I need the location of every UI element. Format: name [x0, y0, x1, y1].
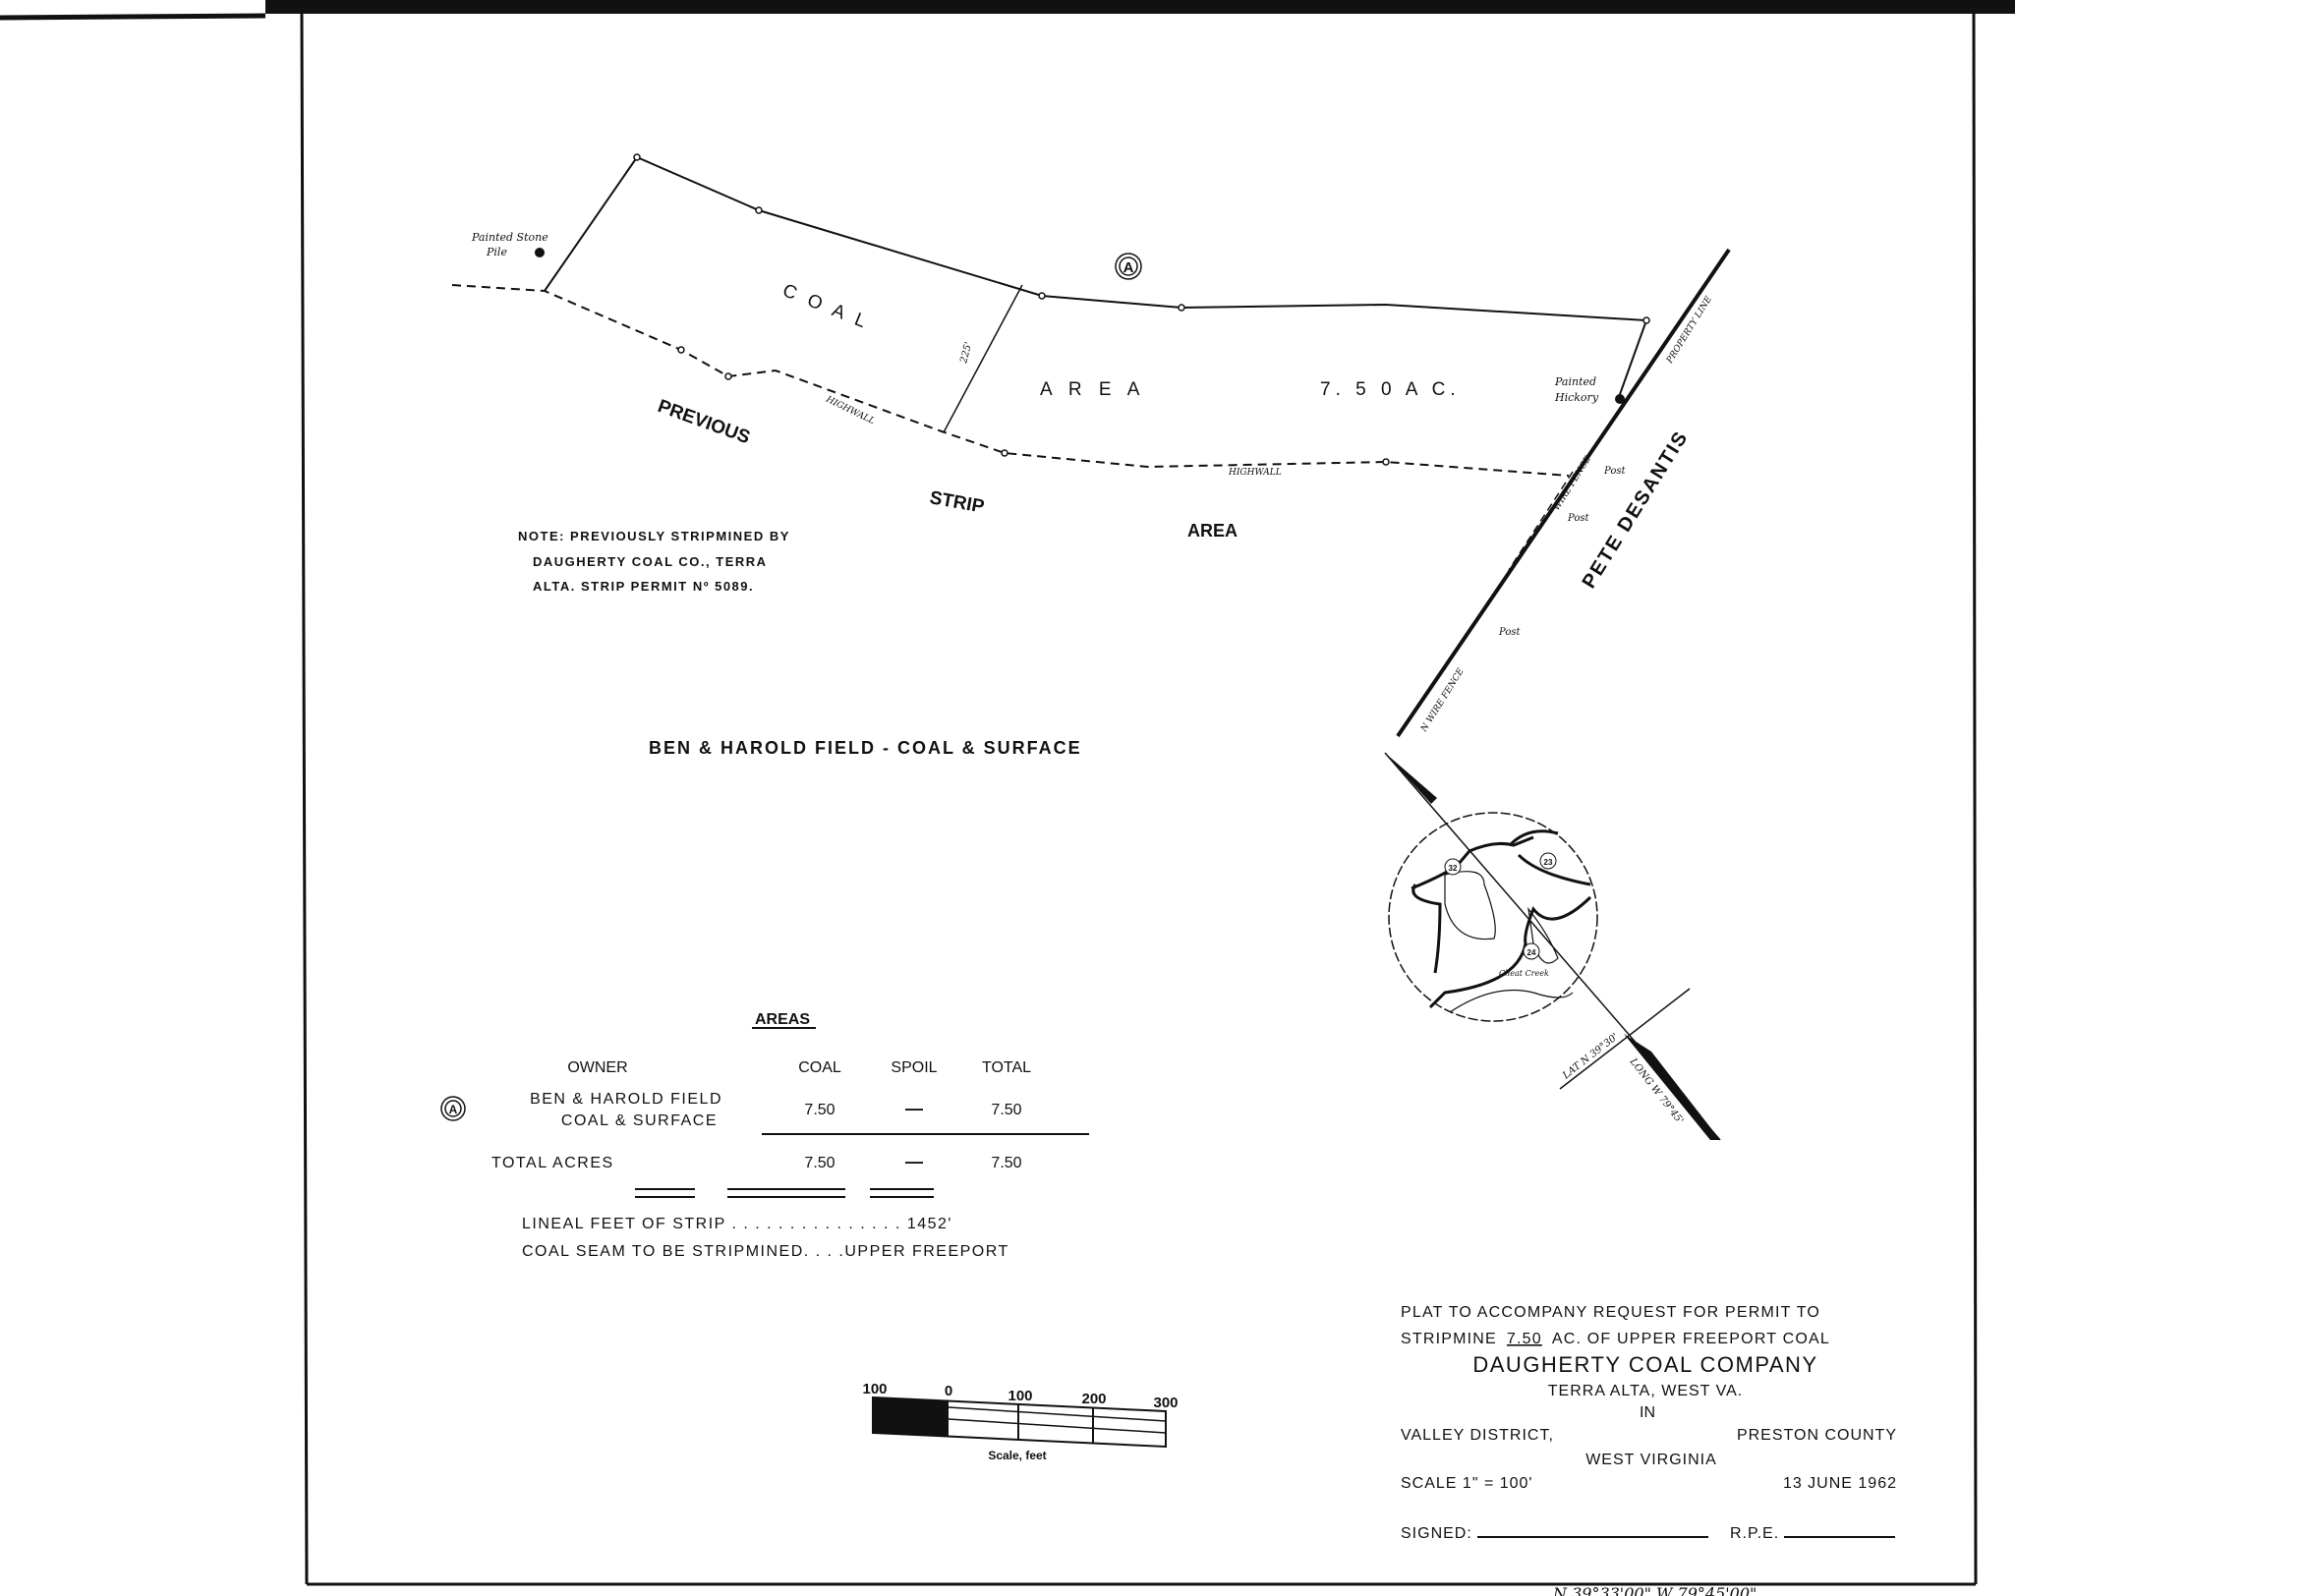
row-owner-line2: COAL & SURFACE — [561, 1112, 718, 1129]
double-rule — [635, 1188, 934, 1198]
header-coal: COAL — [798, 1059, 841, 1076]
main-owner-label: BEN & HAROLD FIELD - COAL & SURFACE — [649, 738, 1082, 758]
painted-stone-marker — [535, 248, 545, 257]
route-24-label: 24 — [1527, 948, 1536, 957]
strip-label: STRIP — [928, 487, 986, 517]
scale-text: SCALE 1" = 100' — [1401, 1475, 1532, 1492]
lineal-feet: LINEAL FEET OF STRIP . . . . . . . . . .… — [522, 1216, 952, 1232]
pile-note: Pile — [486, 246, 507, 258]
svg-text:ALTA. STRIP PERMIT Nº 5089: ALTA. STRIP PERMIT Nº 5089. — [533, 579, 754, 594]
painted-stone-note: Painted Stone — [471, 231, 548, 244]
areas-title: AREAS — [755, 1011, 810, 1028]
painted-hickory-marker — [1615, 394, 1625, 404]
fence-offset-line — [1508, 471, 1574, 571]
previous-label: PREVIOUS — [655, 396, 752, 448]
wire-fence-note: WIRE FENCE — [1552, 454, 1593, 512]
adjacent-owner-label: PETE DESANTIS — [1579, 427, 1694, 592]
locator-map: 32 23 24 Cheat Creek — [1388, 812, 1598, 1022]
area-label: A R E A — [1040, 379, 1145, 400]
highwall-line — [451, 284, 1570, 477]
svg-text:DAUGHERTY COAL CO., TERRA: DAUGHERTY COAL CO., TERRA — [533, 554, 768, 569]
row-spoil: — — [905, 1099, 923, 1118]
table-row: A BEN & HAROLD FIELD COAL & SURFACE 7.50… — [440, 1091, 1022, 1129]
survey-points — [633, 153, 1650, 466]
north-arrow: LAT N 39°30' LONG W 79°45' — [1384, 752, 1721, 1141]
row-marker: A — [449, 1103, 458, 1116]
scan-edge — [0, 13, 266, 21]
row-coal: 7.50 — [804, 1102, 835, 1118]
wire-fence-note-2: N WIRE FENCE — [1419, 666, 1467, 734]
svg-text:0: 0 — [945, 1383, 952, 1399]
svg-text:200: 200 — [1081, 1391, 1106, 1407]
latitude-label: LAT N 39°30' — [1560, 1032, 1620, 1082]
svg-text:100: 100 — [1008, 1388, 1032, 1404]
svg-text:IN: IN — [1640, 1404, 1655, 1421]
total-spoil: — — [905, 1152, 923, 1171]
footer-coordinates: N 39°33'00" W 79°45'00" — [1552, 1584, 1757, 1596]
area-label-2: AREA — [1187, 521, 1238, 541]
painted-note: Painted — [1554, 375, 1596, 388]
date: 13 JUNE 1962 — [1783, 1475, 1897, 1492]
post-note-2: Post — [1567, 513, 1589, 524]
district: VALLEY DISTRICT, — [1401, 1427, 1554, 1444]
areas-table: AREAS OWNER COAL SPOIL TOTAL A BEN & HAR… — [440, 1011, 1089, 1260]
state: WEST VIRGINIA — [1585, 1452, 1717, 1468]
company-location: TERRA ALTA, WEST VA. — [1548, 1383, 1743, 1399]
width-dimension-line — [943, 284, 1023, 433]
top-border-bar — [265, 0, 2015, 14]
parcel-top-boundary — [544, 155, 1648, 398]
title-block: PLAT TO ACCOMPANY REQUEST FOR PERMIT TO … — [1401, 1304, 1897, 1542]
header-owner: OWNER — [567, 1059, 627, 1076]
row-total: 7.50 — [991, 1102, 1021, 1118]
post-note-3: Post — [1498, 627, 1521, 638]
creek-label: Cheat Creek — [1499, 969, 1549, 978]
hickory-note: Hickory — [1554, 391, 1599, 404]
acreage-label: 7. 5 0 A C. — [1320, 379, 1461, 400]
parcel-marker-a: A — [1115, 253, 1142, 280]
note-block: NOTE: PREVIOUSLY STRIPMINED BY DAUGHERTY… — [518, 529, 790, 594]
title-line1: PLAT TO ACCOMPANY REQUEST FOR PERMIT TO — [1401, 1304, 1820, 1321]
total-row: TOTAL ACRES 7.50 — 7.50 — [491, 1152, 1022, 1171]
width-dimension: 225' — [958, 341, 975, 366]
route-23-label: 23 — [1544, 858, 1553, 867]
highwall-note-1: HIGHWALL — [824, 394, 877, 427]
highwall-note-2: HIGHWALL — [1228, 468, 1282, 478]
svg-text:300: 300 — [1153, 1395, 1178, 1411]
header-spoil: SPOIL — [891, 1059, 937, 1076]
right-border — [1972, 13, 1978, 1585]
property-line — [1396, 248, 1731, 738]
scale-caption: Scale, feet — [988, 1449, 1046, 1462]
total-total: 7.50 — [991, 1155, 1021, 1171]
company-name: DAUGHERTY COAL COMPANY — [1472, 1352, 1817, 1377]
rpe-label: R.P.E. — [1730, 1525, 1779, 1542]
total-coal: 7.50 — [804, 1155, 835, 1171]
svg-text:NOTE: PREVIOUSLY STRIPMINED: NOTE: PREVIOUSLY STRIPMINED BY — [518, 529, 790, 543]
coal-seam: COAL SEAM TO BE STRIPMINED. . . .UPPER F… — [522, 1243, 1009, 1260]
coal-label: C O A L — [779, 280, 873, 333]
total-label: TOTAL ACRES — [491, 1155, 614, 1171]
header-total: TOTAL — [982, 1059, 1031, 1076]
route-32-label: 32 — [1449, 864, 1458, 873]
post-note-1: Post — [1603, 466, 1626, 477]
scale-bar: 100 0 100 200 300 Scale, feet — [862, 1381, 1178, 1462]
svg-text:A: A — [1123, 259, 1134, 276]
svg-text:100: 100 — [862, 1381, 887, 1397]
row-owner-line1: BEN & HAROLD FIELD — [530, 1091, 722, 1108]
signed-label: SIGNED: — [1401, 1525, 1472, 1542]
county: PRESTON COUNTY — [1737, 1427, 1897, 1444]
left-border — [300, 13, 309, 1585]
